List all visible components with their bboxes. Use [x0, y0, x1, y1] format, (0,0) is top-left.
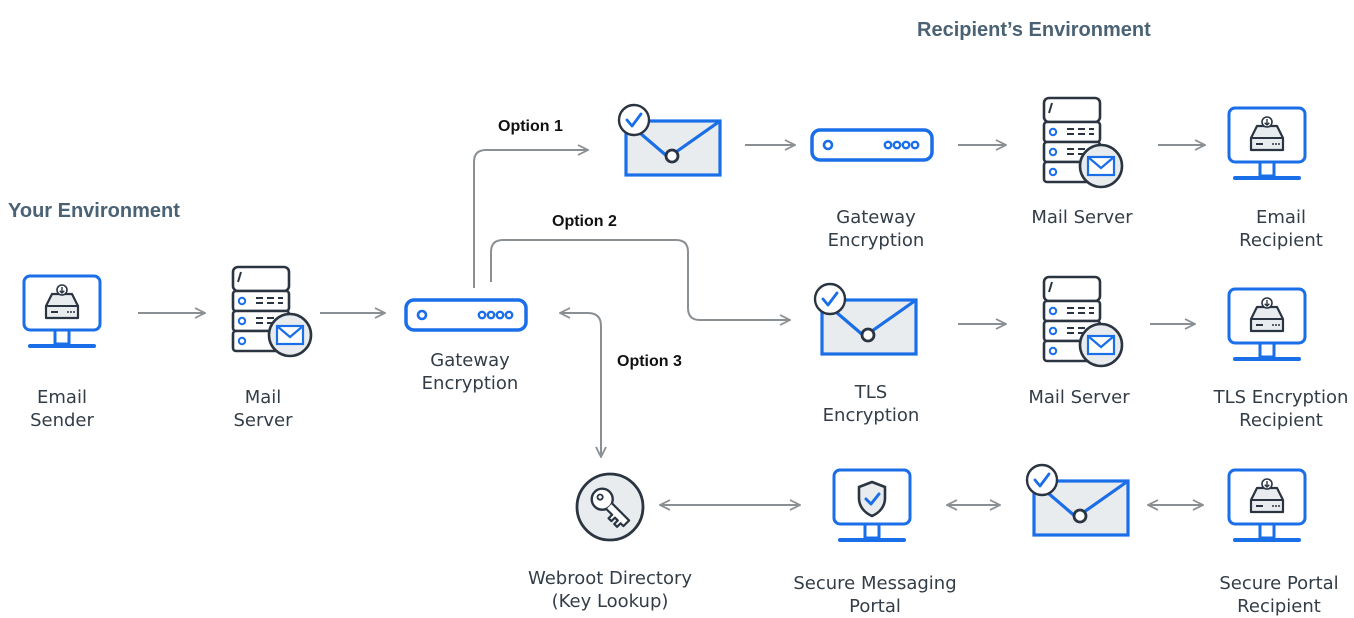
option1-secure-envelope-icon [617, 103, 722, 177]
recipients-environment-title: Recipient’s Environment [917, 19, 1151, 41]
tls-secure-envelope-icon [813, 282, 918, 356]
recipient-gateway-appliance-icon [810, 128, 934, 162]
portal-recipient-monitor-icon [1227, 468, 1307, 542]
mail-server-mid-label: Mail Server [1028, 387, 1130, 408]
tls-recipient-monitor-icon [1227, 287, 1307, 361]
email-sender-monitor-icon [22, 274, 102, 348]
recipient-mail-server-top-icon [1042, 96, 1124, 189]
arrow-option3-path [560, 313, 601, 457]
connectors [138, 145, 1205, 505]
option-2-label: Option 2 [552, 213, 617, 230]
email-recipient-monitor-icon [1227, 106, 1307, 180]
option-3-label: Option 3 [617, 353, 682, 370]
arrow-option1-path [473, 150, 588, 288]
option-1-label: Option 1 [498, 118, 563, 135]
secure-portal-shield-icon [832, 468, 912, 542]
recipient-mail-server-mid-icon [1042, 275, 1124, 368]
portal-secure-envelope-icon [1025, 463, 1130, 537]
key-lookup-icon [575, 472, 645, 542]
your-environment-title: Your Environment [8, 200, 180, 222]
sender-gateway-appliance-icon [404, 298, 528, 332]
webroot-directory-label: Webroot Directory(Key Lookup) [527, 568, 693, 612]
arrow-option2-path [490, 239, 790, 320]
mail-server-top-label: Mail Server [1031, 207, 1133, 228]
sender-mail-server-icon [231, 265, 313, 358]
